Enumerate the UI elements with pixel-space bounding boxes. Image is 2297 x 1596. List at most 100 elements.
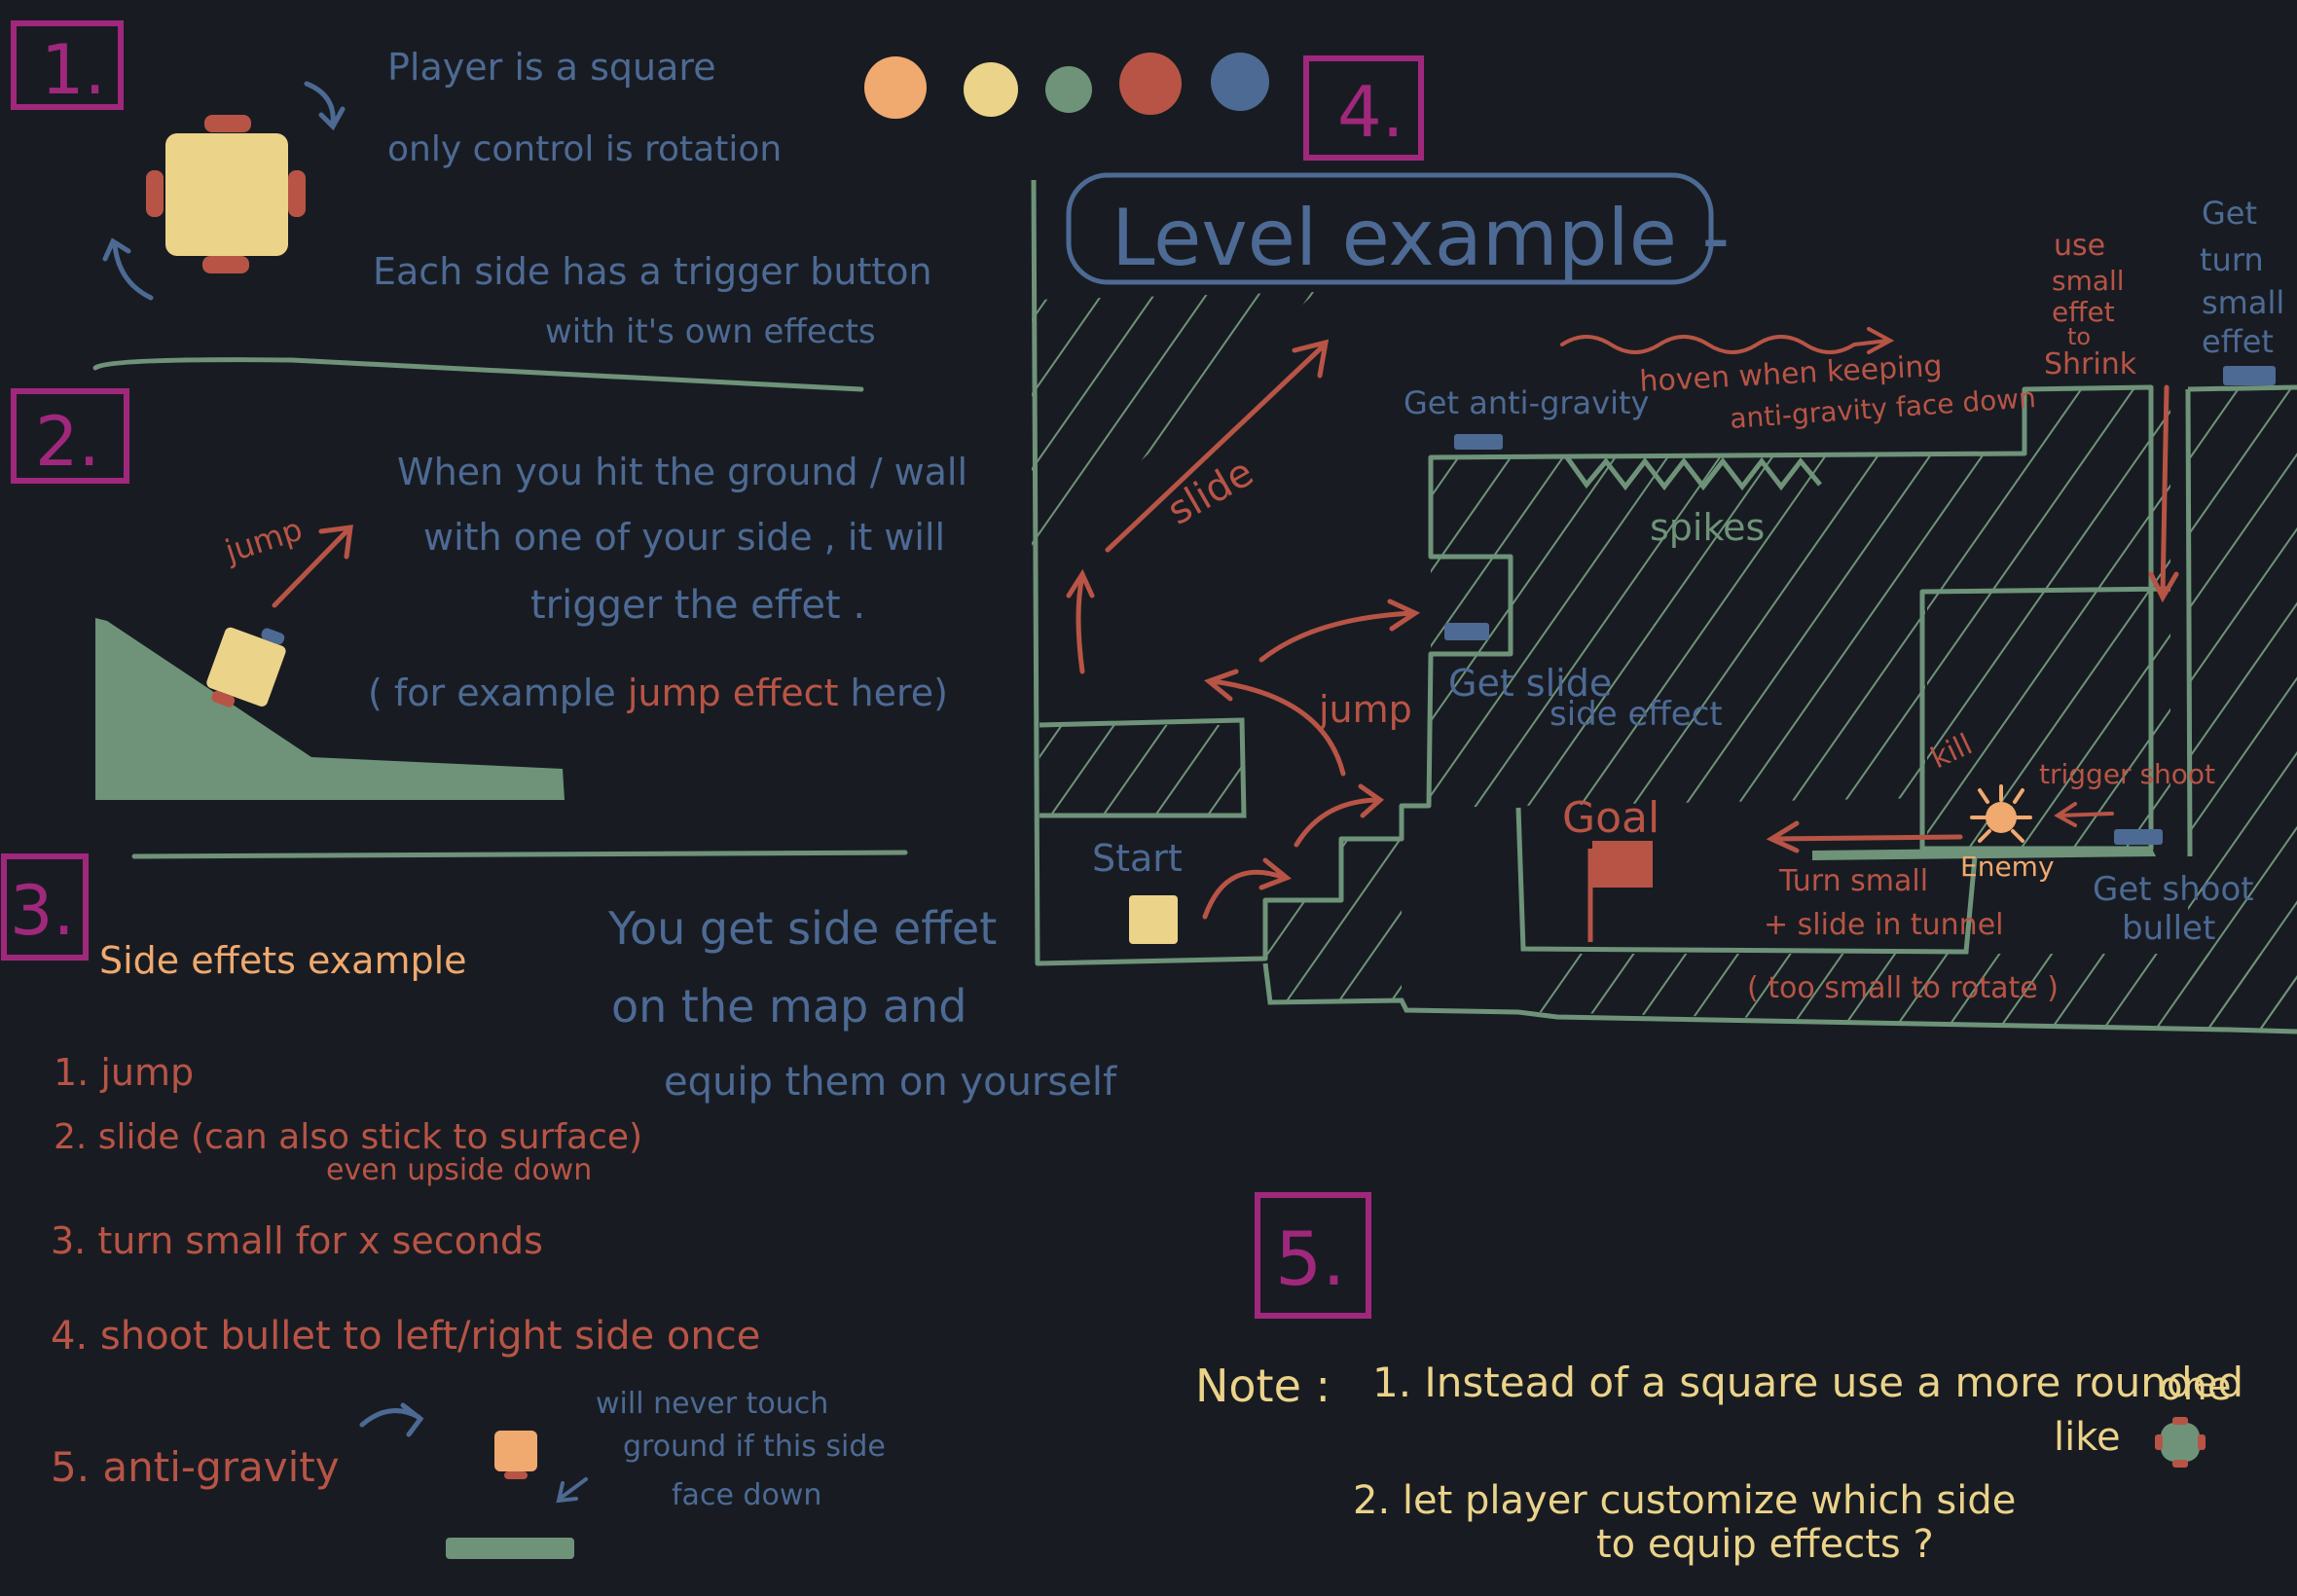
section-3-number: 3. <box>10 871 75 951</box>
get-shoot-label-2: bullet <box>2122 909 2215 948</box>
slide-label: slide <box>1160 450 1261 533</box>
color-palette <box>864 53 1269 119</box>
player-square <box>165 133 288 256</box>
anti-gravity-note-2: ground if this side <box>623 1430 886 1464</box>
section-4-number-box <box>1303 55 1424 161</box>
section-5-number: 5. <box>1275 1215 1346 1302</box>
jump-label: jump <box>1318 688 1412 731</box>
left-platform-outline <box>1039 717 1247 818</box>
map-note-line-1: You get side effet <box>607 902 997 955</box>
get-turn-small-label-3: small <box>2202 284 2284 321</box>
section-2-number-box <box>11 388 129 484</box>
section-2-line-2: with one of your side , it will <box>423 516 945 559</box>
note-item-1-like: like <box>2054 1415 2121 1460</box>
anti-gravity-pickup <box>1454 434 1503 450</box>
section-1-line-1: Player is a square <box>387 46 716 89</box>
get-shoot-label-1: Get shoot <box>2093 870 2254 909</box>
map-note-line-2: on the map and <box>611 980 966 1033</box>
section-3-number-box <box>1 853 89 961</box>
effect-item-shoot: 4. shoot bullet to left/right side once <box>51 1314 760 1359</box>
section-1: 1. Player is a square only control is ro… <box>11 20 932 392</box>
right-wall <box>2185 384 2297 857</box>
section-2-number: 2. <box>35 402 100 482</box>
anti-gravity-note-1: will never touch <box>596 1387 828 1421</box>
side-button-bottom <box>202 256 249 273</box>
tunnel-shelf <box>1812 847 2156 860</box>
get-turn-small-label-2: turn <box>2200 241 2264 278</box>
trigger-arrow-icon <box>2054 802 2114 827</box>
spikes <box>1564 455 1822 491</box>
start-player <box>1129 895 1178 944</box>
effect-item-slide-note: even upside down <box>326 1153 592 1187</box>
jump-arrow-icon <box>272 525 353 608</box>
effect-item-anti-gravity: 5. anti-gravity <box>51 1443 340 1491</box>
turn-small-label-2: + slide in tunnel <box>1764 908 2004 942</box>
jump-arrow-icon <box>1203 669 1346 777</box>
enemy-icon <box>1970 784 2032 843</box>
side-button-left <box>146 170 164 217</box>
section-5-number-box <box>1255 1192 1371 1319</box>
wavy-arrow-icon <box>1560 327 1895 354</box>
side-button-red <box>211 690 236 707</box>
use-small-label-1: use <box>2054 229 2105 263</box>
section-5: 5. Note : 1. Instead of a square use a m… <box>1195 1192 2243 1567</box>
anti-gravity-note-3: face down <box>672 1478 821 1512</box>
side-button-right <box>288 170 306 217</box>
start-label: Start <box>1092 837 1183 880</box>
effect-item-slide: 2. slide (can also stick to surface) <box>54 1117 642 1157</box>
section-2-line-4-highlight: jump effect <box>627 671 839 714</box>
shoot-bullet-pickup <box>2114 829 2163 845</box>
note-label: Note : <box>1195 1360 1331 1412</box>
anti-gravity-ground <box>446 1538 574 1559</box>
section-2: 2. jump When you hit the ground / wall w… <box>11 388 967 859</box>
use-small-label-2: small <box>2052 265 2125 297</box>
get-slide-label-1: Get slide <box>1448 662 1612 705</box>
player-on-slope <box>206 627 286 707</box>
anti-gravity-player <box>494 1431 537 1471</box>
section-2-line-4-prefix: ( for example <box>368 671 628 714</box>
section-2-line-1: When you hit the ground / wall <box>397 451 967 493</box>
terrain-top-left <box>1032 292 1316 566</box>
divider-line <box>92 357 864 392</box>
spikes-label: spikes <box>1650 506 1765 549</box>
pointer-arrow-icon <box>556 1477 588 1504</box>
jump-arrow-icon <box>1202 857 1292 920</box>
turn-small-pickup <box>2223 366 2276 385</box>
rotate-arrow-icon <box>304 81 346 131</box>
section-3: 3. Side effets example 1. jump 2. slide … <box>1 853 1117 1559</box>
drop-arrow-icon <box>2148 384 2179 603</box>
side-button-blue <box>261 628 285 645</box>
terrain-bottom <box>1538 954 2297 1032</box>
level-outline-floor <box>1262 962 2297 1034</box>
goal-flag-icon <box>1587 841 1653 942</box>
section-1-line-4: with it's own effects <box>545 312 876 351</box>
effect-item-turn-small: 3. turn small for x seconds <box>51 1219 543 1262</box>
get-turn-small-label-4: effet <box>2202 323 2274 360</box>
curved-arrow-icon <box>359 1402 424 1437</box>
tunnel-arrow-icon <box>1766 820 1963 853</box>
use-small-label-5: Shrink <box>2044 347 2137 381</box>
section-2-jump-label: jump <box>220 511 307 570</box>
goal-label: Goal <box>1562 793 1659 843</box>
slide-pickup <box>1444 623 1489 640</box>
level-outline <box>1031 179 2171 966</box>
section-4-number: 4. <box>1337 71 1404 153</box>
note-item-1: 1. Instead of a square use a more rounde… <box>1372 1359 2243 1406</box>
level-title-box <box>1066 172 1714 285</box>
effect-item-jump: 1. jump <box>54 1051 194 1094</box>
turn-small-label-3: ( too small to rotate ) <box>1747 971 2059 1005</box>
section-4: 4. Level example - <box>1031 55 2297 1034</box>
trigger-shoot-label: trigger shoot <box>2039 758 2215 790</box>
section-2-line-3: trigger the effet . <box>530 583 865 628</box>
section-1-number-box <box>11 20 124 110</box>
goal-tunnel-outline <box>1515 807 1979 955</box>
player-square-figure <box>102 81 346 301</box>
up-arrow-icon <box>1066 568 1095 674</box>
section-2-line-4-suffix: here) <box>838 671 948 714</box>
rounded-player-icon <box>2155 1417 2206 1468</box>
palette-swatch-yellow <box>964 62 1018 117</box>
section-1-line-3: Each side has a trigger button <box>373 250 932 293</box>
section-3-heading: Side effets example <box>99 939 467 982</box>
palette-swatch-blue <box>1211 53 1269 111</box>
